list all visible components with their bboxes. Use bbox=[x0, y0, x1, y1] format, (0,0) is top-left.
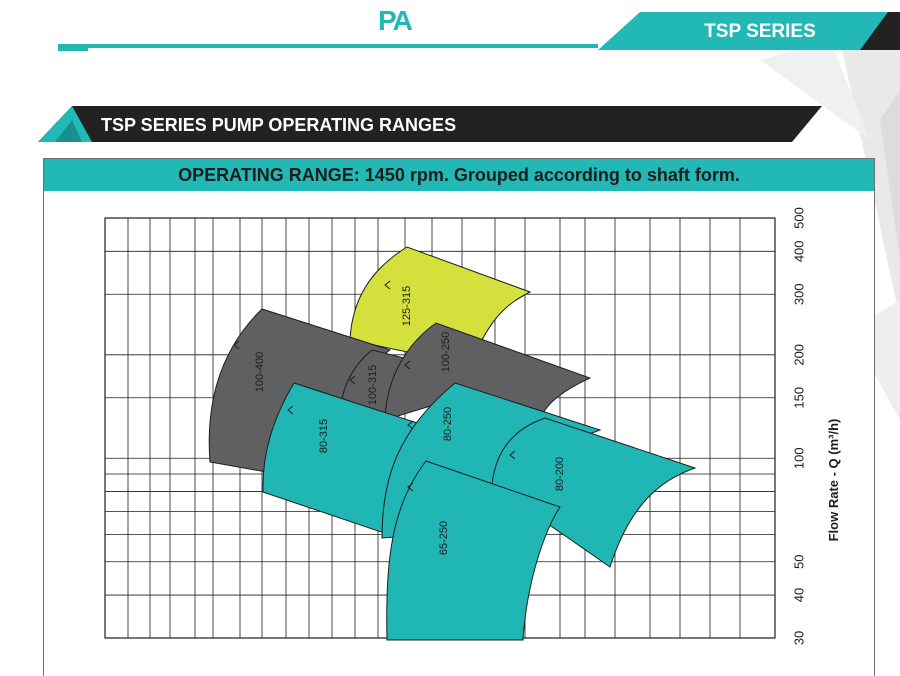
y-tick-label: 40 bbox=[791, 588, 806, 602]
y-tick-label: 300 bbox=[791, 283, 806, 305]
decor-triangle-3 bbox=[760, 40, 870, 140]
series-tab-face bbox=[615, 12, 888, 50]
y-tick-label: 500 bbox=[791, 207, 806, 229]
zone-100-250: 100-250 bbox=[384, 322, 592, 421]
section-bar bbox=[38, 106, 822, 142]
series-tab-dark bbox=[860, 12, 900, 50]
y-tick-label: 150 bbox=[791, 387, 806, 409]
y-tick-label: 400 bbox=[791, 240, 806, 262]
logo-text: PA bbox=[378, 5, 413, 36]
zone-label: 100-315 bbox=[367, 365, 379, 405]
zone-shape bbox=[386, 460, 561, 641]
header-underline-tick bbox=[58, 48, 88, 51]
y-axis-ticks: 30 40 50 100 150 200 300 400 500 bbox=[791, 207, 806, 645]
zone-arrow-mark bbox=[407, 482, 414, 492]
section-title: TSP SERIES PUMP OPERATING RANGES bbox=[101, 115, 457, 135]
zone-65-250: 65-250 bbox=[386, 460, 561, 641]
zone-80-200: 80-200 bbox=[491, 417, 697, 568]
y-axis-label: Flow Rate - Q (m³/h) bbox=[826, 419, 841, 542]
zone-arrow-mark bbox=[509, 450, 516, 460]
panel-header-bar bbox=[44, 159, 874, 191]
zone-label: 80-315 bbox=[318, 419, 330, 453]
y-tick-label: 100 bbox=[791, 447, 806, 469]
zone-arrow-mark bbox=[384, 280, 391, 290]
header-underline bbox=[58, 44, 598, 48]
zone-arrow-mark bbox=[233, 340, 240, 350]
zone-label: 100-400 bbox=[254, 352, 266, 392]
y-tick-label: 200 bbox=[791, 344, 806, 366]
panel-title: OPERATING RANGE: 1450 rpm. Grouped accor… bbox=[178, 165, 740, 185]
decor-triangle-2 bbox=[880, 90, 900, 260]
zone-label: 125-315 bbox=[401, 286, 413, 326]
brand-logo: PA bbox=[378, 5, 413, 36]
zone-shape bbox=[491, 417, 697, 568]
zone-label: 80-250 bbox=[442, 407, 454, 441]
zone-125-315: 125-315 bbox=[349, 246, 532, 366]
zone-arrow-mark bbox=[287, 405, 294, 415]
zone-shape bbox=[349, 246, 532, 366]
series-label: TSP SERIES bbox=[704, 21, 816, 42]
zone-label: 65-250 bbox=[438, 521, 450, 555]
zone-arrow-mark bbox=[407, 420, 414, 430]
zone-arrow-mark bbox=[404, 360, 411, 370]
y-tick-label: 30 bbox=[791, 631, 806, 645]
section-bar-accent bbox=[38, 106, 92, 142]
section-bar-accent-shade bbox=[55, 120, 82, 142]
y-tick-label: 50 bbox=[791, 555, 806, 569]
zone-label: 80-200 bbox=[554, 457, 566, 491]
zone-label: 100-250 bbox=[440, 332, 452, 372]
zone-arrow-mark bbox=[349, 375, 356, 385]
chart-zones: 125-315 100-400 100-315 100-250 80-315 80-250… bbox=[208, 246, 697, 641]
